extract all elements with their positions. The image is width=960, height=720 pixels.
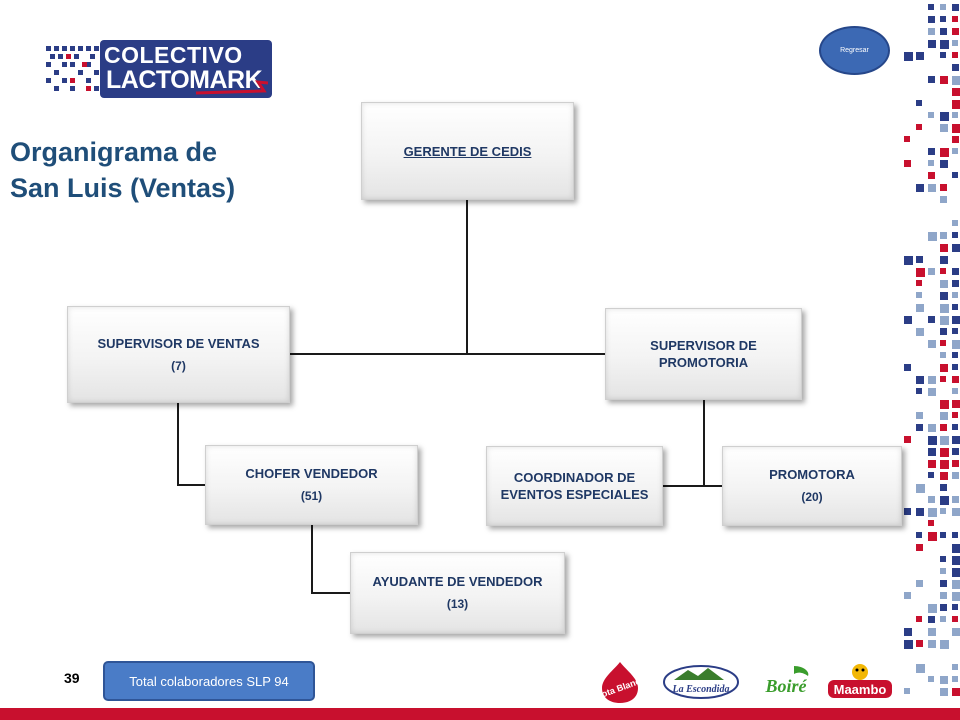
promotora-count: (20)	[801, 490, 823, 504]
back-button[interactable]: Regresar	[819, 26, 890, 75]
connector-supervisors-horizontal	[290, 353, 608, 355]
connector-ventas-chofer	[177, 484, 207, 486]
total-colaboradores-badge: Total colaboradores SLP 94	[103, 661, 315, 701]
connector-promotoria-down	[703, 400, 705, 486]
brand-logo-maambo: Maambo	[828, 664, 892, 698]
connector-ventas-down	[177, 403, 179, 485]
org-box-chofer-vendedor: CHOFER VENDEDOR (51)	[205, 445, 418, 525]
coordinador-eventos-label-line1: COORDINADOR DE	[513, 470, 636, 485]
supervisor-ventas-label: SUPERVISOR DE VENTAS	[97, 335, 260, 351]
brand4-text: Maambo	[834, 682, 887, 697]
decorative-mosaic	[904, 4, 960, 696]
gerente-cedis-link[interactable]: GERENTE DE CEDIS	[403, 143, 532, 159]
connector-promotoria-branches	[662, 485, 724, 487]
ayudante-vendedor-label: AYUDANTE DE VENDEDOR	[372, 574, 543, 589]
org-box-supervisor-promotoria: SUPERVISOR DE PROMOTORIA	[605, 308, 802, 400]
promotora-label: PROMOTORA	[769, 467, 855, 482]
supervisor-ventas-count: (7)	[171, 358, 186, 373]
org-box-ayudante-vendedor: AYUDANTE DE VENDEDOR (13)	[350, 552, 565, 634]
chofer-vendedor-count: (51)	[300, 489, 323, 503]
org-box-gerente-cedis[interactable]: GERENTE DE CEDIS	[361, 102, 574, 200]
brand-logo-boire: Boiré	[764, 666, 809, 696]
logo-swoosh-icon	[195, 80, 269, 95]
connector-gerente-down	[466, 200, 468, 354]
connector-chofer-ayudante	[311, 592, 352, 594]
org-box-promotora: PROMOTORA (20)	[722, 446, 902, 526]
supervisor-promotoria-label-line2: PROMOTORIA	[658, 355, 749, 370]
page-title-line1: Organigrama de	[10, 137, 218, 167]
logo-text-colectivo: COLECTIVO	[104, 42, 243, 68]
page-number: 39	[64, 670, 80, 686]
coordinador-eventos-label-line2: EVENTOS ESPECIALES	[500, 487, 649, 502]
ayudante-vendedor-count: (13)	[446, 597, 469, 611]
logo-dots-icon	[46, 46, 99, 91]
bottom-red-bar	[0, 708, 960, 720]
connector-chofer-down	[311, 525, 313, 593]
org-box-coordinador-eventos: COORDINADOR DE EVENTOS ESPECIALES	[486, 446, 663, 526]
brand-logo-gota-blanca: Gota Blanca	[596, 662, 644, 703]
logo-background	[100, 40, 272, 98]
brand2-text: La Escondida	[672, 684, 730, 695]
chofer-vendedor-label: CHOFER VENDEDOR	[245, 466, 378, 481]
page-title: Organigrama de San Luis (Ventas)	[10, 134, 310, 206]
org-box-supervisor-ventas: SUPERVISOR DE VENTAS (7)	[67, 306, 290, 403]
brand-logo-la-escondida: La Escondida	[663, 665, 739, 699]
logo-text-lactomark: LACTOMARK	[106, 66, 263, 94]
supervisor-promotoria-label-line1: SUPERVISOR DE	[650, 338, 757, 353]
brand3-text: Boiré	[764, 676, 807, 696]
page-title-line2: San Luis (Ventas)	[10, 173, 236, 203]
colectivo-lactomark-logo: COLECTIVO LACTOMARK	[44, 40, 272, 98]
